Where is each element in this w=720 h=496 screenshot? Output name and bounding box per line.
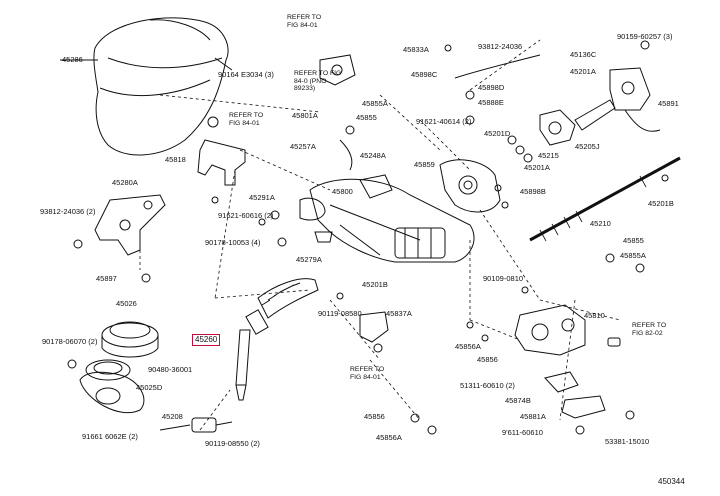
part-label-45881A: 45881A xyxy=(520,412,546,421)
refer-note-4: REFER TO FIG 84-01 xyxy=(350,366,385,381)
part-label-45248A: 45248A xyxy=(360,151,386,160)
part-label-91621b: 91621-40614 (2) xyxy=(416,117,472,126)
part-label-90119b: 90119-08580 xyxy=(318,309,362,318)
part-label-45856: 45856 xyxy=(477,355,498,364)
part-label-45801A: 45801A xyxy=(292,111,318,120)
part-label-45201B-mid: 45201B xyxy=(362,280,388,289)
part-label-45215: 45215 xyxy=(538,151,559,160)
part-label-45855A-right: 45855A xyxy=(620,251,646,260)
refer-note-3: REFER TO FIG 84-0 (PNO 89233) xyxy=(294,70,342,92)
part-label-90159: 90159-60257 (3) xyxy=(617,32,673,41)
part-label-45833A: 45833A xyxy=(403,45,429,54)
part-label-45898C: 45898C xyxy=(411,70,438,79)
part-label-90164: 90164 E3034 (3) xyxy=(218,70,274,79)
part-label-45837A: 45837A xyxy=(386,309,412,318)
part-label-45855-right: 45855 xyxy=(623,236,644,245)
part-label-45208: 45208 xyxy=(162,412,183,421)
part-label-45874B: 45874B xyxy=(505,396,531,405)
part-label-45136C: 45136C xyxy=(570,50,597,59)
refer-note-5: REFER TO FIG 82-02 xyxy=(632,322,667,337)
part-label-45856A-bottom: 45856A xyxy=(376,433,402,442)
refer-note-2: REFER TO FIG 84-01 xyxy=(229,112,264,127)
part-label-45205J: 45205J xyxy=(575,142,600,151)
part-label-45898B: 45898B xyxy=(520,187,546,196)
part-label-45201A-mid: 45201A xyxy=(524,163,550,172)
part-label-45257A: 45257A xyxy=(290,142,316,151)
part-label-45260-highlighted[interactable]: 45260 xyxy=(192,334,221,346)
part-label-53381: 53381-15010 xyxy=(605,437,650,446)
part-label-45818: 45818 xyxy=(165,155,186,164)
part-label-93812b: 93812-24036 xyxy=(478,42,523,51)
part-label-91661: 91661 6062E (2) xyxy=(82,432,138,441)
part-label-45859: 45859 xyxy=(414,160,435,169)
part-label-45025D: 45025D xyxy=(136,383,163,392)
part-label-90480: 90480-36001 xyxy=(148,365,193,374)
part-label-90109: 90109-0810 xyxy=(483,274,524,283)
part-label-90119a: 90119-08550 (2) xyxy=(205,439,260,448)
part-label-45201B-right: 45201B xyxy=(648,199,674,208)
part-label-45280A: 45280A xyxy=(112,178,138,187)
part-label-45279A: 45279A xyxy=(296,255,322,264)
column-cover-upper xyxy=(93,17,229,156)
part-label-45856A-a: 45856A xyxy=(455,342,481,351)
part-label-45897: 45897 xyxy=(96,274,117,283)
part-label-45291A: 45291A xyxy=(249,193,275,202)
part-label-45201A-top: 45201A xyxy=(570,67,596,76)
part-label-45856-bottom: 45856 xyxy=(364,412,385,421)
part-label-45800: 45800 xyxy=(332,187,353,196)
part-label-45810: 45810 xyxy=(584,311,605,320)
figure-code: 450344 xyxy=(658,477,685,486)
part-label-45286: 45286 xyxy=(62,55,83,64)
part-label-45855: 45855 xyxy=(356,113,377,122)
part-label-93812a: 93812-24036 (2) xyxy=(40,207,96,216)
part-label-45855A-top: 45855A xyxy=(362,99,388,108)
part-label-91621a: 91621-60616 (2) xyxy=(218,211,274,220)
part-label-45891: 45891 xyxy=(658,99,679,108)
part-label-91611: 9'611-60610 xyxy=(502,428,543,437)
refer-note-1: REFER TO FIG 84-01 xyxy=(287,14,322,29)
part-label-51311: 51311-60610 (2) xyxy=(460,381,515,390)
part-label-45026: 45026 xyxy=(116,299,137,308)
part-label-90178: 90178-06070 (2) xyxy=(42,337,98,346)
part-label-45898D: 45898D xyxy=(478,83,505,92)
part-label-90178b: 90178-10053 (4) xyxy=(205,238,261,247)
part-label-45210: 45210 xyxy=(590,219,611,228)
part-label-45888E: 45888E xyxy=(478,98,504,107)
part-label-45201D: 45201D xyxy=(484,129,511,138)
